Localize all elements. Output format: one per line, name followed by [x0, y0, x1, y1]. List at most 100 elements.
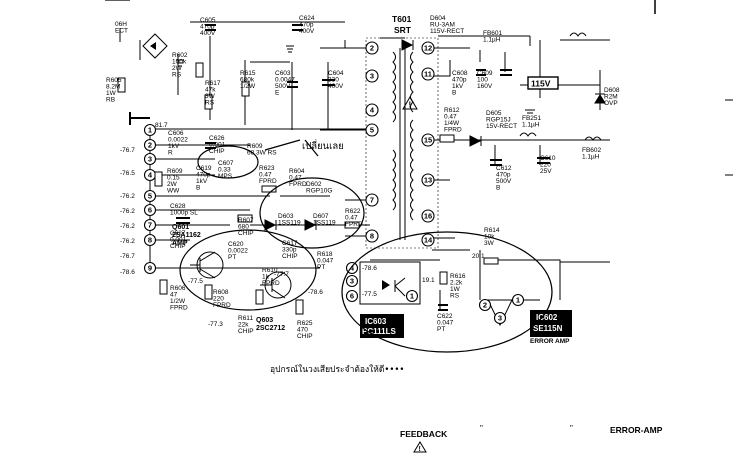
voltage-labels: -77.5-77.3-77.7-78.6-78.6-77.519.120.1: [188, 253, 485, 328]
feedback-label: FEEDBACK: [400, 429, 448, 439]
voltage-q601_c: -77.3: [208, 321, 223, 328]
connector-pin: 8: [143, 233, 157, 247]
pin-number: 5: [370, 126, 374, 135]
svg-text:!: !: [409, 101, 412, 110]
t601-name: SRT: [394, 25, 412, 35]
pin-number: 7: [370, 196, 374, 205]
t601-pin: 3: [365, 69, 379, 83]
t601-pin: 2: [365, 41, 379, 55]
pin-number: 2: [483, 301, 487, 310]
connector-pin: 4: [143, 168, 157, 182]
connector-pins: 1 2 3 4 5 6 7 8 9: [143, 123, 157, 275]
ic603-pin: 3: [345, 274, 359, 288]
connector-pin: 1: [143, 123, 157, 137]
voltage-ic603_b: -77.5: [362, 291, 377, 298]
pin-number: 6: [148, 206, 152, 215]
pin-number: 4: [370, 106, 375, 115]
ic603: IC603 PC111LS: [359, 261, 421, 338]
pin-number: 14: [424, 236, 433, 245]
ic602-pin: 1: [511, 293, 525, 307]
pin-number: 5: [148, 192, 152, 201]
pin-number: 8: [148, 236, 152, 245]
transformer-t601: T601 SRT: [365, 14, 439, 249]
frame-mark: [725, 99, 733, 176]
connector-voltage: -76.7: [120, 253, 135, 260]
pin-number: 4: [350, 264, 355, 273]
connector-pin: 6: [143, 203, 157, 217]
t601-ref: T601: [392, 14, 412, 24]
voltage-q603_b: -77.7: [274, 271, 289, 278]
pin-number: 16: [424, 212, 432, 221]
t601-pin: 11: [421, 67, 435, 81]
left-connector-bracket: [129, 112, 150, 125]
pin-number: 11: [424, 70, 432, 79]
pin-number: 7: [148, 221, 152, 230]
pin-number: 12: [424, 44, 432, 53]
connector-voltage: -76.2: [120, 223, 135, 230]
ic602: IC602 SE115N ERROR AMP: [487, 299, 572, 345]
t601-pin: 8: [365, 229, 379, 243]
transformer-primary-pins: 2 3 4 5 7 8: [365, 41, 379, 243]
pin-number: 9: [148, 264, 152, 273]
ic602-ref: IC602: [536, 313, 558, 322]
warning-icon: !: [402, 96, 418, 110]
connector-voltage: -76.2: [120, 193, 135, 200]
t601-pin: 7: [365, 193, 379, 207]
connector-voltage: -76.5: [120, 170, 135, 177]
pin-number: 2: [370, 44, 374, 53]
annotation-marks: [179, 139, 553, 353]
annotation-circle-note: อุปกรณ์ในวงเสียประจำต้องให้ดี••••: [270, 364, 404, 375]
t601-pin: 5: [365, 123, 379, 137]
voltage-ic603_a: -78.6: [362, 265, 377, 272]
pin-number: 3: [350, 277, 354, 286]
t601-pin: 4: [365, 103, 379, 117]
connector-voltage: -78.6: [120, 269, 135, 276]
connector-voltage: -76.7: [120, 147, 135, 154]
connector-pin: 3: [143, 152, 157, 166]
pin-number: 2: [148, 141, 152, 150]
voltage-ic603_c: 19.1: [422, 277, 435, 284]
ditto-mark: ": [480, 424, 483, 433]
pin-number: 3: [370, 72, 374, 81]
symbols: 115V: [117, 24, 606, 315]
ic602-part: SE115N: [533, 324, 563, 333]
ic602-subtitle: ERROR AMP: [530, 338, 570, 345]
connector-pin: 9: [143, 261, 157, 275]
ic603-pin: 6: [345, 289, 359, 303]
connector-voltage: -76.2: [120, 208, 135, 215]
ic602-pin: 3: [493, 311, 507, 325]
ditto-mark: ": [570, 424, 573, 433]
pin-number: 3: [148, 155, 152, 164]
box-115v-label: 115V: [531, 79, 551, 89]
